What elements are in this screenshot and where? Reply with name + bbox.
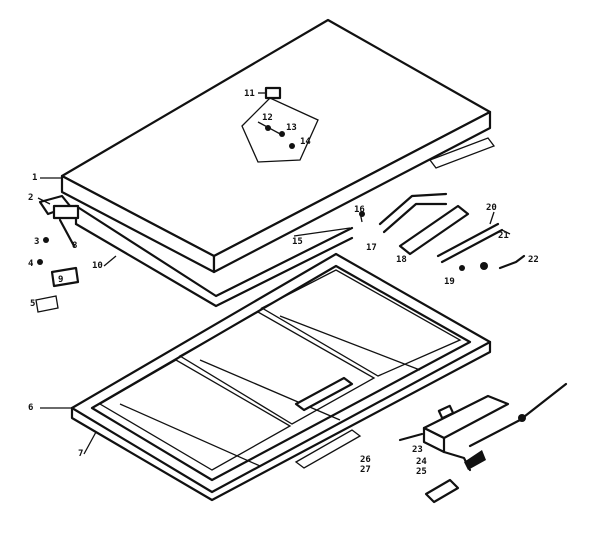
hinge-parts	[35, 194, 80, 313]
washer-18	[459, 265, 465, 271]
callout-1: 1	[32, 173, 37, 183]
key	[498, 254, 526, 270]
hinge-base	[50, 266, 80, 288]
frame-drain-strip	[294, 376, 354, 412]
callout-18: 18	[396, 255, 407, 265]
callout-14: 14	[300, 137, 311, 147]
rod-lower	[440, 228, 504, 264]
callout-24: 24	[416, 457, 427, 467]
callout-12: 12	[262, 113, 273, 123]
callout-10: 10	[92, 261, 103, 271]
callout-19: 19	[444, 277, 455, 287]
lid-handle	[378, 192, 448, 226]
lid-screw-line	[293, 227, 351, 237]
callout-15: 15	[292, 237, 303, 247]
hardware-right	[359, 204, 526, 271]
connector-plug	[424, 478, 460, 504]
callout-6: 6	[28, 403, 33, 413]
cabinet-frame	[70, 252, 492, 502]
lid-assembly	[60, 18, 496, 308]
control-knob	[437, 404, 455, 420]
callout-3: 3	[34, 237, 39, 247]
hinge-plate	[52, 204, 80, 220]
callout-labels: 1 2 3 4 5 6 7 8 9 10 11 12 13 14 15 16 1…	[28, 89, 539, 477]
callout-20: 20	[486, 203, 497, 213]
hatch-2	[199, 359, 341, 421]
callout-13: 13	[286, 123, 297, 133]
frame-thickness	[70, 340, 492, 502]
screw-22	[398, 432, 424, 442]
panel-center	[178, 311, 376, 425]
lid-right-edge	[212, 110, 492, 274]
lid-liner-edge	[74, 204, 354, 298]
callout-7: 7	[78, 449, 83, 459]
hatch-3	[279, 315, 421, 371]
lock-plate-outline	[241, 97, 319, 163]
lid-gasket-strip	[428, 137, 496, 169]
callout-2: 2	[28, 193, 33, 203]
callout-17: 17	[366, 243, 377, 253]
hinge-pin	[58, 218, 76, 248]
lock-nut	[289, 143, 295, 149]
screw-16-head	[359, 211, 365, 217]
tube-clip	[518, 414, 526, 422]
callout-8: 8	[72, 241, 77, 251]
rod	[436, 222, 500, 258]
lid-liner-bottom	[74, 222, 354, 308]
panel-left	[98, 359, 292, 471]
divider-b	[257, 307, 263, 313]
callout-27: 27	[360, 465, 371, 475]
panel-right	[260, 269, 462, 377]
callout-23: 23	[412, 445, 423, 455]
callout-21: 21	[498, 231, 509, 241]
control-assembly	[398, 382, 568, 504]
callout-9: 9	[58, 275, 63, 285]
lock-link	[257, 121, 285, 137]
callout-11: 11	[244, 89, 255, 99]
key-lock	[480, 262, 488, 270]
callout-5: 5	[30, 299, 35, 309]
hinge-screw-2	[37, 259, 43, 265]
hinge-screw-1	[43, 237, 49, 243]
hinge-spacer	[35, 295, 59, 313]
callout-4: 4	[28, 259, 34, 269]
lock-cylinder-part	[264, 86, 282, 100]
trim-strip	[398, 204, 470, 256]
lid-handle-lower	[382, 202, 448, 234]
divider-a	[175, 355, 181, 361]
leader-lines	[37, 92, 511, 455]
separate-strip	[294, 429, 362, 469]
thermostat	[464, 450, 486, 470]
callout-26: 26	[360, 455, 371, 465]
hatch-1	[119, 403, 261, 467]
callout-16: 16	[354, 205, 365, 215]
callout-22: 22	[528, 255, 539, 265]
callout-25: 25	[416, 467, 427, 477]
